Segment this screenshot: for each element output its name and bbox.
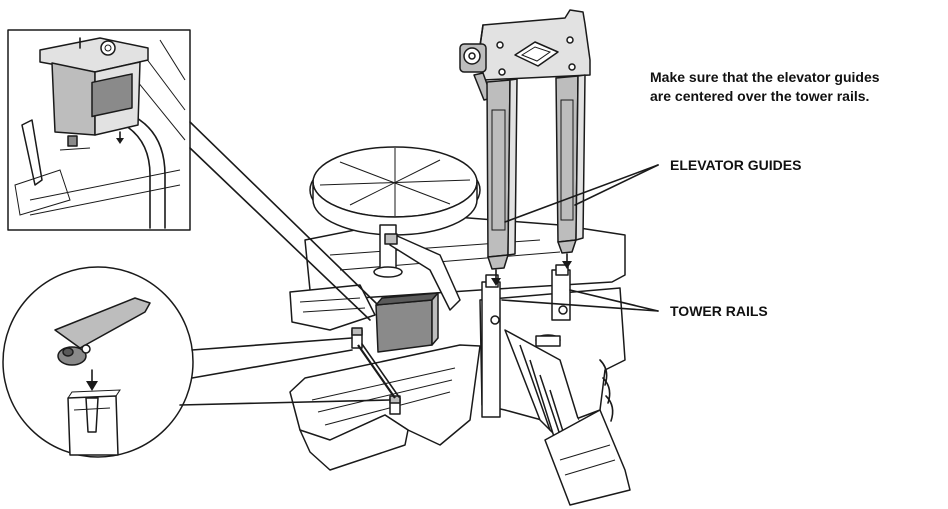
inset-leaders — [189, 121, 379, 321]
elevator-guides-label: ELEVATOR GUIDES — [670, 157, 801, 173]
instruction-note-line-2: are centered over the tower rails. — [650, 88, 869, 104]
elevator-guide-right — [555, 75, 579, 243]
connector-ramp — [384, 233, 461, 311]
motor-housing — [375, 292, 439, 353]
ramp-chutes — [504, 329, 631, 506]
instruction-note: Make sure that the elevator guides are c… — [650, 69, 880, 104]
callout-tower-rails: TOWER RAILS — [501, 289, 768, 319]
tower-rails-label: TOWER RAILS — [670, 303, 768, 319]
circle-leaders — [179, 337, 391, 406]
inset-lever-detail — [2, 266, 194, 458]
inset-cartridge — [7, 29, 191, 231]
callout-elevator-guides: ELEVATOR GUIDES — [504, 157, 801, 223]
spiral-track — [309, 146, 481, 278]
tower-rail-left — [481, 281, 501, 418]
instruction-note-line-1: Make sure that the elevator guides — [650, 69, 880, 85]
lever-posts — [351, 327, 401, 415]
